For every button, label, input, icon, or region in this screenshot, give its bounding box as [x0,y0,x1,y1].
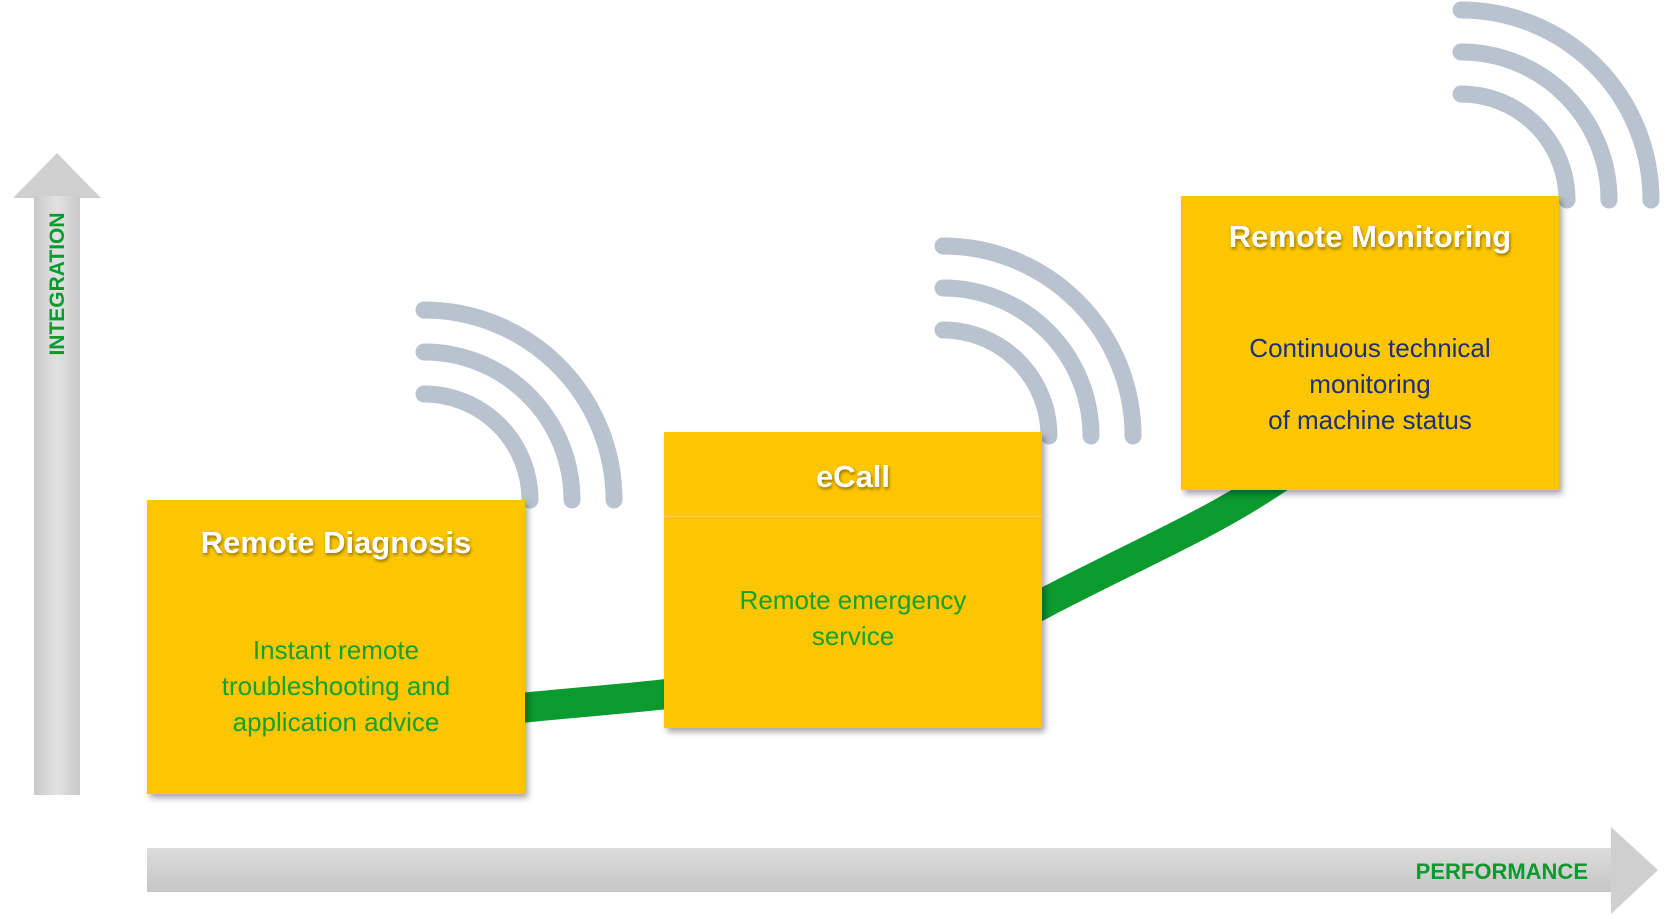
stage-description-line: Remote emergency [739,585,967,615]
stage-description-line: Continuous technical [1249,333,1491,363]
stage-divider [664,516,1042,517]
stage-title: eCall [815,459,891,494]
stage-description-line: service [811,621,895,651]
stage-description: Continuous technical monitoring of machi… [1181,330,1559,438]
stage-title: Remote Monitoring [1228,219,1512,254]
stage-description-line: of machine status [1268,405,1472,435]
wireless-signal-icon [1461,10,1651,200]
stage-description-line: troubleshooting and [221,671,451,701]
stage-box-remote-diagnosis: Remote Diagnosis Instant remote troubles… [147,500,525,794]
wireless-signal-icon [424,310,614,500]
stage-box-remote-monitoring: Remote Monitoring Continuous technical m… [1181,196,1559,490]
stage-box-ecall: eCall Remote emergency service [664,432,1042,728]
integration-axis-arrow [13,153,101,795]
stage-description: Instant remote troubleshooting and appli… [147,632,525,740]
performance-axis-arrow [147,827,1658,914]
stage-description-line: application advice [232,707,440,737]
stage-description: Remote emergency service [664,582,1042,654]
stage-description-line: monitoring [1309,369,1431,399]
stage-description-line: Instant remote [252,635,420,665]
performance-axis-label: PERFORMANCE [1416,859,1588,884]
integration-axis-label: INTEGRATION [46,212,69,355]
wireless-signal-icon [943,246,1133,436]
stage-title: Remote Diagnosis [200,525,472,560]
